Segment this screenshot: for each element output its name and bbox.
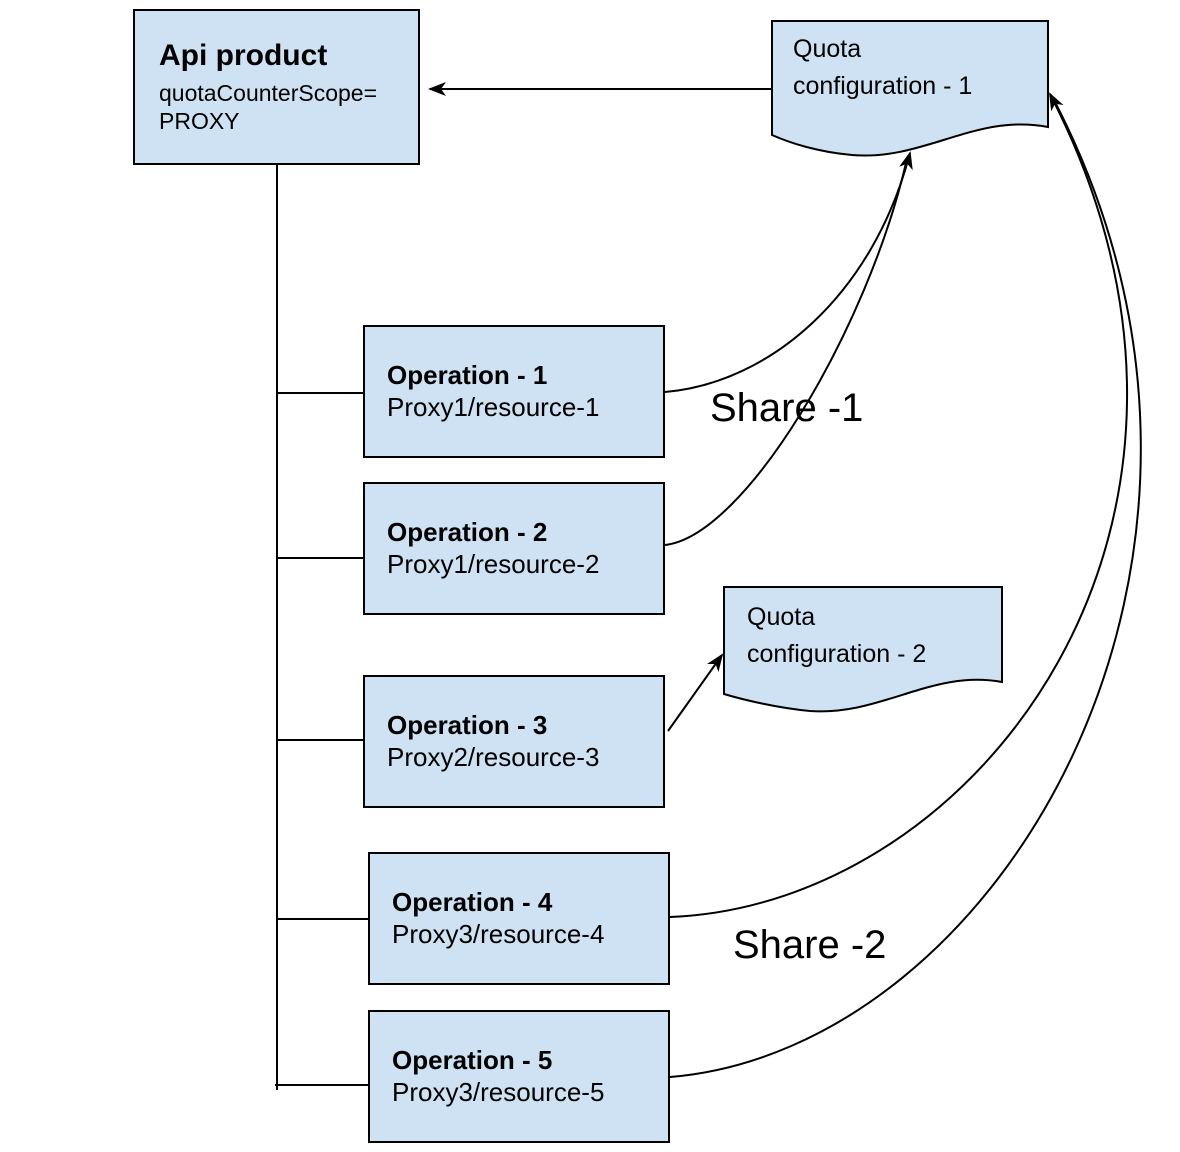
quota-config-1-shape [771, 20, 1049, 157]
operation-4-title: Operation - 4 [392, 887, 553, 917]
share-2-label: Share -2 [733, 923, 887, 967]
curve-op2-to-quota1 [664, 162, 907, 546]
operation-5-box: Operation - 5 Proxy3/resource-5 [368, 1010, 670, 1143]
operation-5-resource: Proxy3/resource-5 [392, 1077, 605, 1107]
api-product-title: Api product [159, 39, 328, 72]
curve-op4-to-quota1 [669, 92, 1129, 918]
operation-4-box: Operation - 4 Proxy3/resource-4 [368, 852, 670, 985]
quota-config-1-line2: configuration - 1 [793, 72, 973, 100]
quota-config-2-shape [723, 586, 1003, 713]
operation-3-resource: Proxy2/resource-3 [387, 742, 600, 772]
operation-5-title: Operation - 5 [392, 1045, 553, 1075]
quota-config-2-label: Quota configuration - 2 [747, 599, 926, 673]
api-product-scope-value: PROXY [159, 108, 240, 134]
quota-config-2-line2: configuration - 2 [747, 640, 927, 668]
api-product-scope-key: quotaCounterScope= [159, 80, 378, 106]
operation-2-box: Operation - 2 Proxy1/resource-2 [363, 482, 665, 615]
quota-config-1-label: Quota configuration - 1 [793, 31, 972, 105]
operation-2-title: Operation - 2 [387, 517, 548, 547]
quota-config-2-line1: Quota [747, 603, 816, 631]
operation-1-resource: Proxy1/resource-1 [387, 392, 600, 422]
share-1-label: Share -1 [710, 386, 864, 430]
operation-3-box: Operation - 3 Proxy2/resource-3 [363, 675, 665, 808]
operation-2-resource: Proxy1/resource-2 [387, 549, 600, 579]
operation-1-title: Operation - 1 [387, 360, 548, 390]
operation-4-resource: Proxy3/resource-4 [392, 919, 605, 949]
curve-op5-to-quota1 [669, 103, 1142, 1078]
operation-1-box: Operation - 1 Proxy1/resource-1 [363, 325, 665, 458]
curve-op1-to-quota1 [664, 151, 913, 393]
quota-config-1-line1: Quota [793, 35, 862, 63]
operation-3-title: Operation - 3 [387, 710, 548, 740]
arrow-op3-to-quota2 [667, 653, 724, 732]
api-product-box: Api product quotaCounterScope= PROXY [133, 9, 420, 165]
